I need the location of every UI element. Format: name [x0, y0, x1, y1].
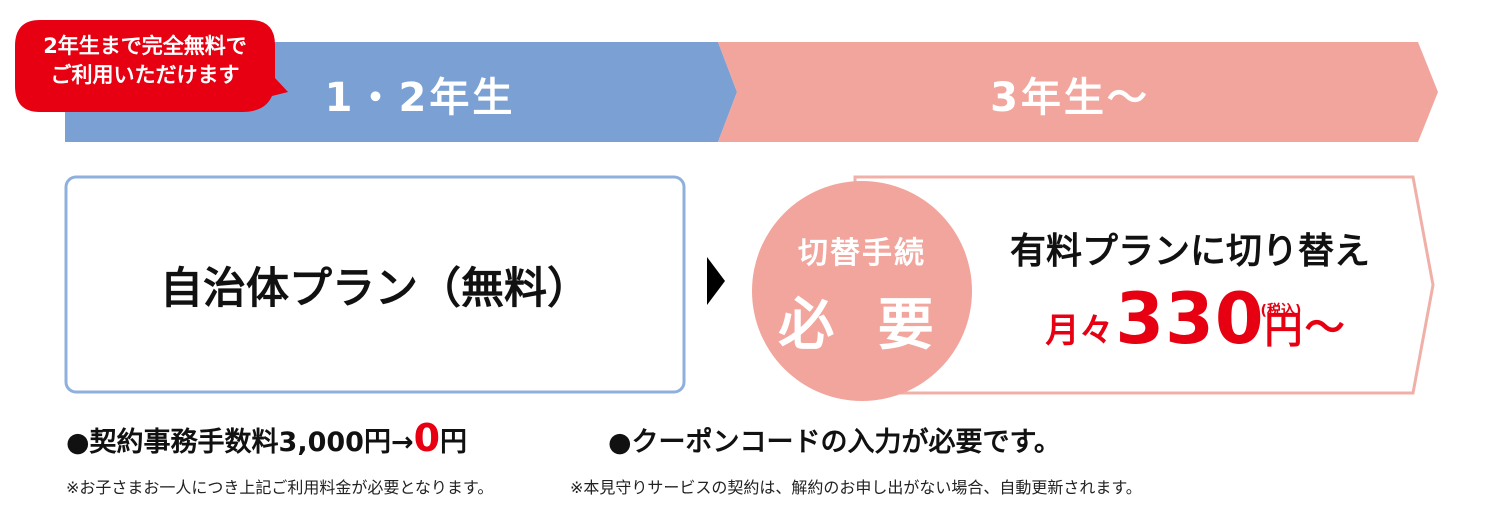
auto-renewal-note: ※本見守りサービスの契約は、解約のお申し出がない場合、自動更新されます。: [570, 478, 1142, 497]
fee-unit: 円: [440, 427, 468, 458]
monthly-price: 月々 330 (税込) 円 ～: [1000, 282, 1390, 354]
contract-fee-note: ●契約事務手数料3,000円→0円: [66, 419, 468, 459]
procedure-required-text: 必 要: [778, 293, 946, 358]
paid-plan-label: 有料プランに切り替え: [1009, 231, 1370, 272]
grade-band-3-plus: [718, 42, 1438, 142]
badge-line-2: ご利用いただけます: [50, 63, 240, 87]
tax-included-note: (税込): [1260, 303, 1302, 319]
grade-1-2-label: 1・2年生: [324, 75, 516, 121]
fee-zero: 0: [413, 416, 441, 460]
free-plan-label: 自治体プラン（無料）: [160, 264, 590, 314]
per-child-note: ※お子さまお一人につき上記ご利用料金が必要となります。: [66, 478, 494, 497]
price-unit: 円: [1264, 308, 1303, 352]
free-plan-box: [64, 175, 686, 394]
price-unit-group: (税込) 円: [1261, 303, 1303, 354]
fee-label: ●契約事務手数料3,000円→: [66, 427, 414, 458]
grade-3-plus-label: 3年生～: [990, 75, 1150, 121]
procedure-top-text: 切替手続: [798, 236, 926, 271]
price-suffix: ～: [1304, 305, 1345, 351]
free-until-2nd-grade-badge: 2年生まで完全無料で ご利用いただけます: [10, 32, 280, 90]
speech-bubble: [15, 20, 288, 112]
coupon-note: ●クーポンコードの入力が必要です。: [608, 427, 1061, 458]
price-prefix: 月々: [1045, 311, 1114, 351]
badge-line-1: 2年生まで完全無料で: [43, 34, 247, 58]
price-amount: 330: [1115, 278, 1265, 360]
procedure-circle: [752, 181, 972, 401]
arrow-triangle: [707, 257, 725, 305]
